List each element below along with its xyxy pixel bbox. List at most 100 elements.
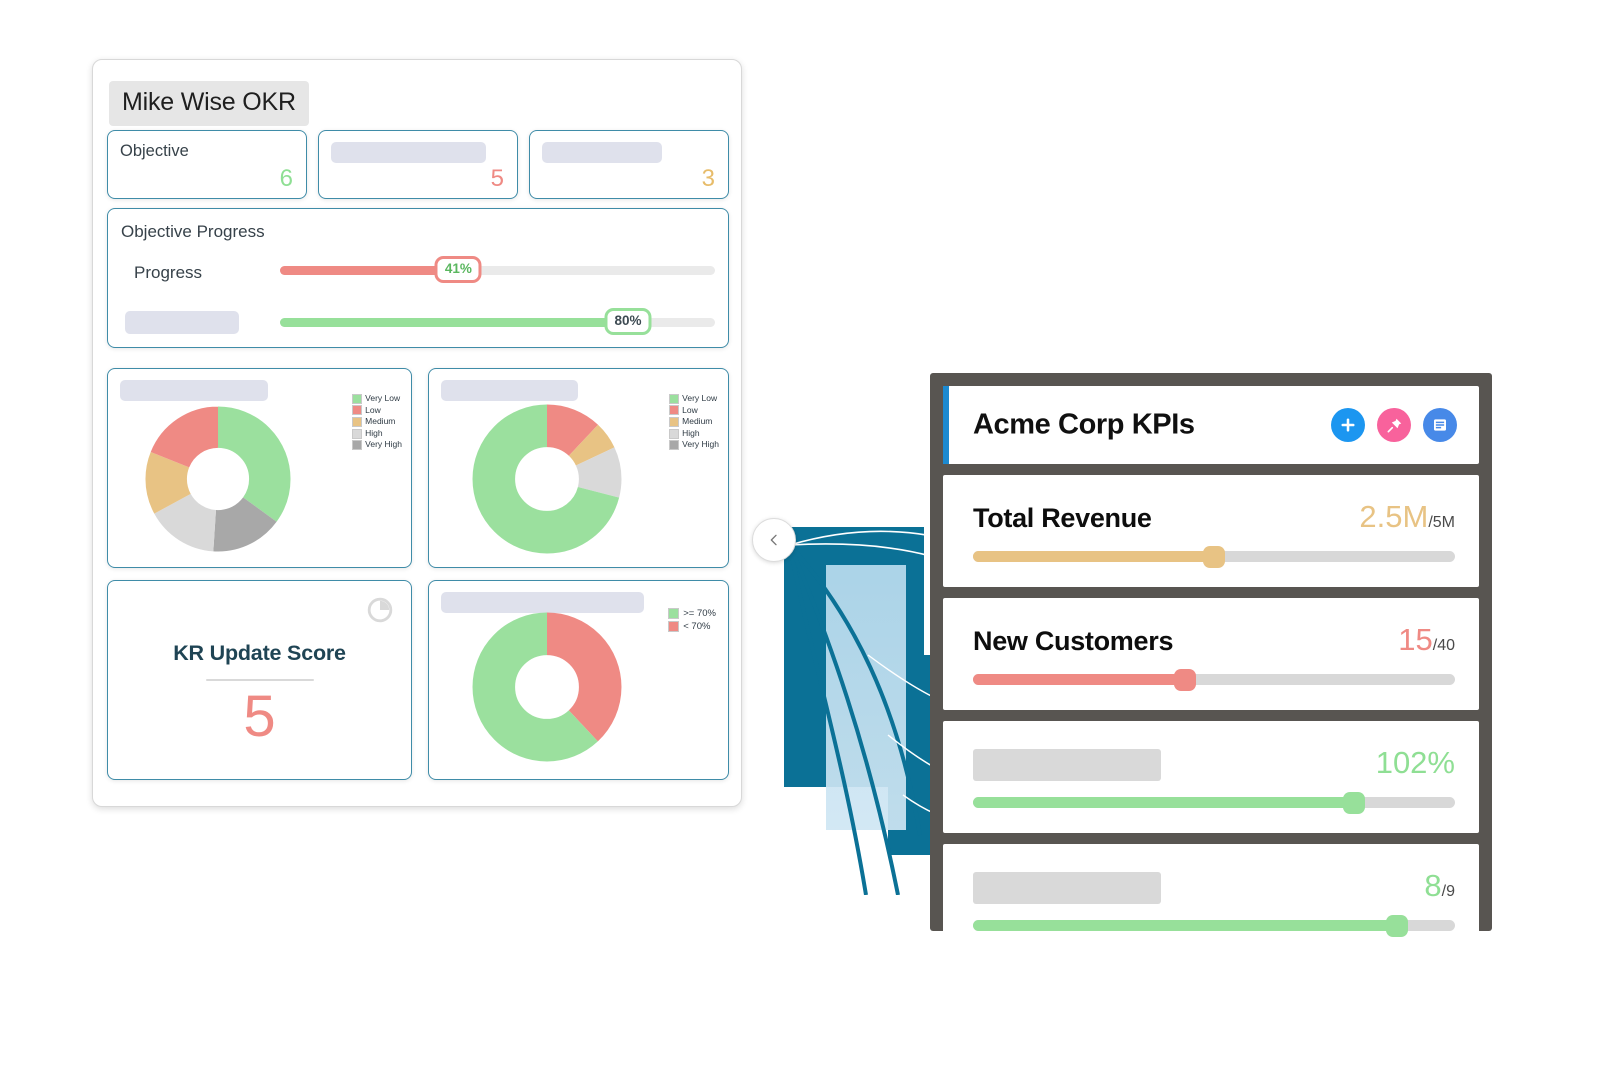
kpi-row-knob[interactable]: [1342, 791, 1365, 814]
legend-swatch-very-low: [669, 393, 680, 404]
legend-label: < 70%: [683, 621, 711, 632]
stat-card-value: 6: [279, 165, 293, 192]
donut-legend-3: >= 70% < 70%: [668, 607, 716, 633]
legend-item: >= 70%: [668, 607, 716, 620]
kpi-row-fill: [973, 797, 1354, 808]
okr-stat-row: Objective 6 5 3: [107, 130, 729, 199]
list-icon[interactable]: [1423, 408, 1457, 442]
stat-card-value: 5: [490, 165, 504, 192]
legend-item: Very High: [669, 439, 719, 451]
progress-value-bubble: 80%: [604, 308, 652, 335]
kpi-row-denominator: /40: [1432, 637, 1455, 654]
kpi-row-knob[interactable]: [1203, 545, 1225, 568]
kpi-panel: Acme Corp KPIs Total Reven: [930, 373, 1492, 956]
kpi-panel-header: Acme Corp KPIs: [943, 386, 1479, 464]
progress-track[interactable]: 80%: [280, 308, 715, 335]
kpi-row-track[interactable]: [973, 545, 1455, 568]
kpi-row-value: 15: [1398, 622, 1433, 657]
objective-progress-card: Objective Progress Progress 41% 80%: [107, 208, 729, 348]
progress-track[interactable]: 41%: [280, 256, 715, 283]
stat-card-label-placeholder: [331, 142, 486, 163]
kpi-row-4[interactable]: 8/9: [943, 844, 1479, 956]
header-accent-bar: [943, 386, 949, 464]
legend-item: Medium: [352, 416, 402, 428]
kpi-row-fill: [973, 674, 1186, 685]
legend-label: Very High: [682, 439, 719, 450]
okr-panel: Mike Wise OKR Objective 6 5 3 Objective …: [92, 59, 742, 807]
kr-update-score-title: KR Update Score: [173, 641, 346, 665]
donut-chart-3: [472, 612, 622, 762]
kr-divider: [205, 679, 314, 681]
legend-swatch-low: [669, 405, 680, 416]
legend-swatch-high: [352, 428, 363, 439]
donut-card-title-placeholder: [441, 380, 578, 401]
legend-label: Medium: [365, 416, 396, 427]
kpi-header-actions: [1331, 408, 1457, 442]
legend-item: Very Low: [352, 393, 402, 405]
stat-card-objective[interactable]: Objective 6: [107, 130, 307, 199]
kpi-row-value-group: 2.5M/5M: [1359, 501, 1455, 532]
progress-row-label: Progress: [134, 263, 203, 282]
legend-label: Low: [365, 404, 381, 415]
chevron-left-icon: [770, 534, 777, 546]
legend-item: < 70%: [668, 620, 716, 633]
kpi-row-value: 2.5M: [1359, 499, 1429, 534]
legend-swatch-lt70: [668, 621, 680, 632]
legend-item: Low: [352, 405, 402, 417]
legend-swatch-very-low: [352, 393, 363, 404]
kpi-row-fill: [973, 920, 1398, 931]
legend-label: Very Low: [682, 393, 718, 403]
legend-label: High: [682, 427, 700, 438]
kpi-row-track[interactable]: [973, 668, 1455, 691]
kpi-row-total-revenue[interactable]: Total Revenue 2.5M/5M: [943, 475, 1479, 587]
legend-swatch-very-high: [669, 440, 680, 451]
add-icon[interactable]: [1331, 408, 1365, 442]
donut-card-1: Very Low Low Medium High Very High: [107, 368, 412, 568]
legend-swatch-low: [352, 405, 363, 416]
legend-item: Very High: [352, 439, 402, 451]
legend-swatch-high: [669, 428, 680, 439]
donut-legend-1: Very Low Low Medium High Very High: [352, 393, 402, 451]
objective-progress-title: Objective Progress: [121, 222, 265, 241]
stat-card-2[interactable]: 5: [318, 130, 518, 199]
legend-swatch-medium: [669, 416, 680, 427]
kpi-row-3[interactable]: 102%: [943, 721, 1479, 833]
kpi-row-denominator: /9: [1441, 883, 1455, 900]
donut-chart-2: [472, 404, 622, 554]
stat-card-3[interactable]: 3: [529, 130, 729, 199]
stat-card-label-placeholder: [542, 142, 662, 163]
kpi-row-track[interactable]: [973, 914, 1455, 937]
progress-fill: [280, 318, 628, 327]
kpi-row-value-group: 102%: [1376, 747, 1455, 778]
legend-label: Medium: [682, 416, 713, 427]
donut-card-2: Very Low Low Medium High Very High: [428, 368, 729, 568]
kpi-row-value-group: 15/40: [1398, 624, 1455, 655]
kpi-row-label: New Customers: [973, 626, 1174, 656]
legend-swatch-very-high: [352, 440, 363, 451]
progress-fill: [280, 266, 459, 275]
collapse-panel-button[interactable]: [752, 518, 796, 562]
kpi-row-track[interactable]: [973, 791, 1455, 814]
donut-card-title-placeholder: [120, 380, 268, 401]
legend-item: High: [352, 428, 402, 440]
legend-label: >= 70%: [683, 608, 716, 619]
kr-update-score-card: KR Update Score 5: [107, 580, 412, 780]
kpi-row-value: 102%: [1375, 745, 1455, 780]
kpi-row-value-group: 8/9: [1424, 870, 1455, 901]
progress-row-1: Progress 41%: [108, 256, 728, 291]
legend-label: Low: [682, 404, 698, 415]
kpi-row-label: Total Revenue: [973, 503, 1152, 533]
legend-item: Very Low: [669, 393, 719, 405]
kpi-row-knob[interactable]: [1174, 668, 1197, 691]
legend-item: Medium: [669, 416, 719, 428]
pin-icon[interactable]: [1377, 408, 1411, 442]
kpi-row-value: 8: [1424, 868, 1442, 903]
kpi-row-knob[interactable]: [1386, 914, 1409, 937]
donut-card-title-placeholder: [441, 592, 644, 613]
donut-card-3: >= 70% < 70%: [428, 580, 729, 780]
legend-swatch-medium: [352, 416, 363, 427]
kpi-row-denominator: /5M: [1428, 514, 1455, 531]
kpi-row-new-customers[interactable]: New Customers 15/40: [943, 598, 1479, 710]
pie-clock-icon: [367, 597, 393, 623]
kpi-panel-title: Acme Corp KPIs: [973, 408, 1195, 441]
